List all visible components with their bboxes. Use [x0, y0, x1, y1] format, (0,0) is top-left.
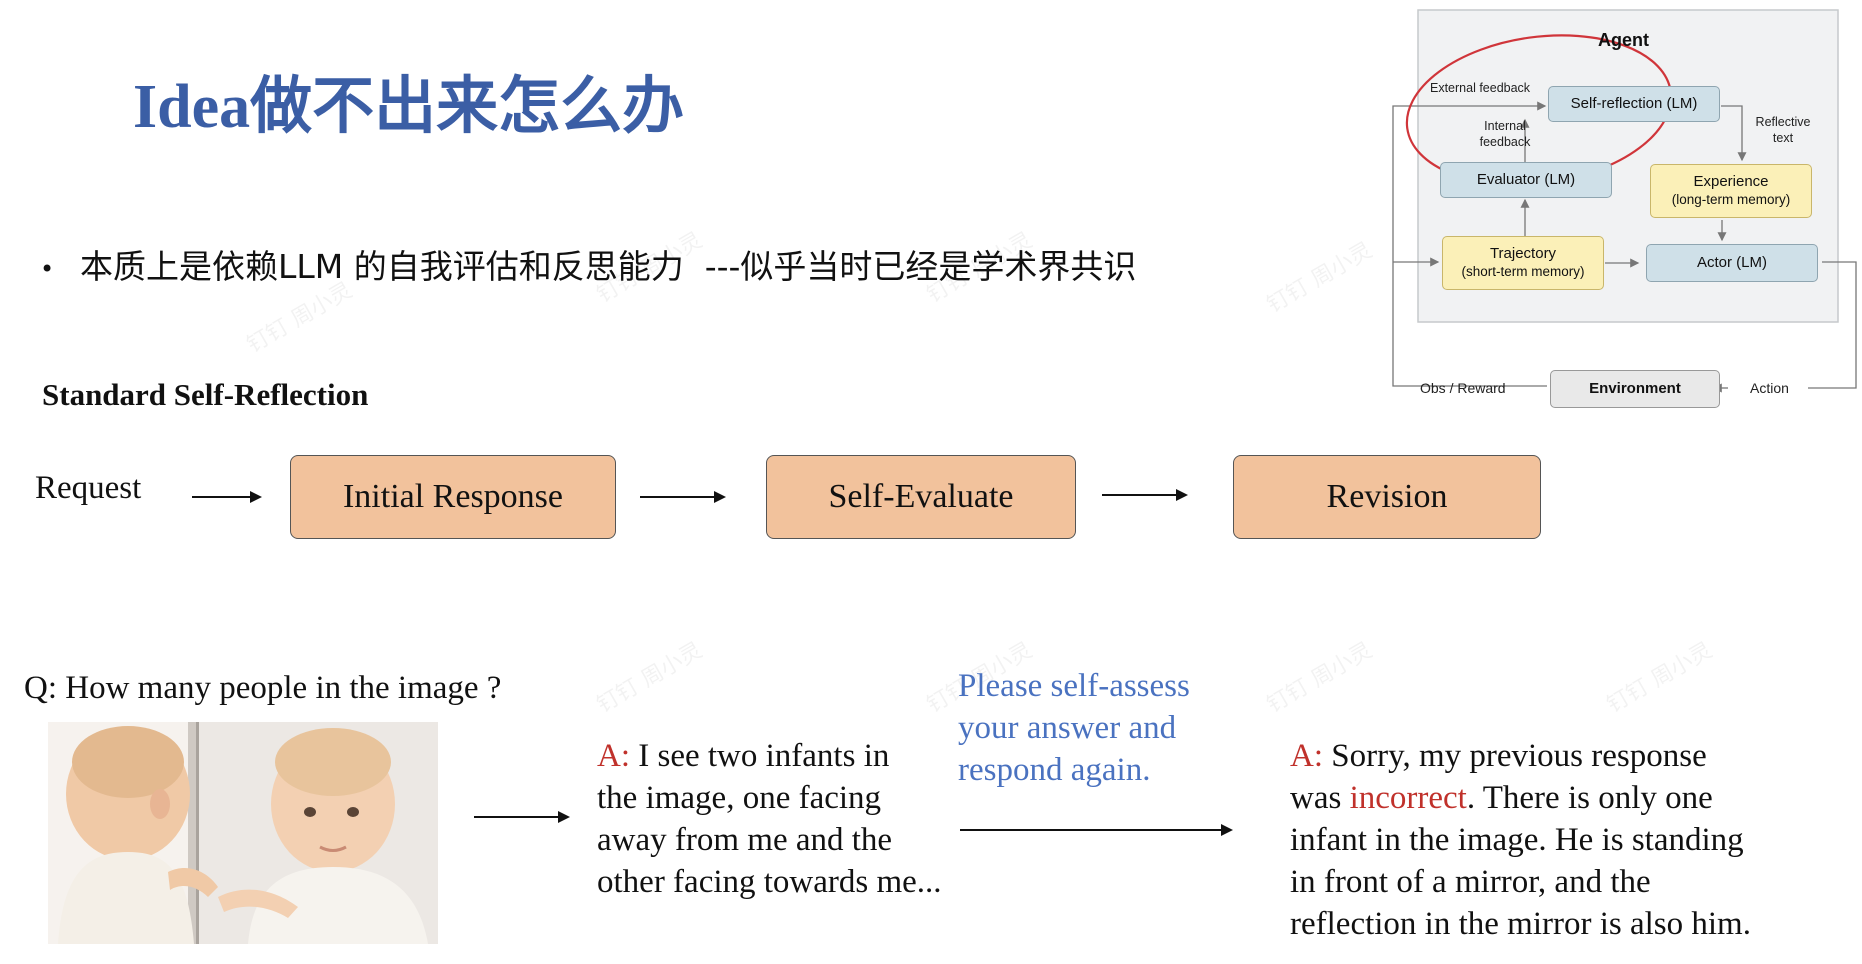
flow-arrow	[1102, 494, 1177, 496]
answer-line: away from me and the	[597, 822, 893, 858]
actor-node: Actor (LM)	[1646, 244, 1818, 282]
watermark: 钉钉 周小灵	[592, 638, 707, 719]
watermark: 钉钉 周小灵	[1262, 238, 1377, 319]
incorrect-highlight: incorrect	[1349, 780, 1467, 816]
step-initial-response: Initial Response	[290, 455, 616, 539]
answer-text: was	[1290, 780, 1350, 816]
request-label: Request	[35, 470, 142, 506]
agent-diagram: Agent External feedback Internal feedbac…	[1390, 0, 1860, 408]
answer-prefix: A:	[1290, 738, 1323, 774]
prompt-line: Please self-assess	[958, 668, 1190, 704]
answer-line: in front of a mirror, and the	[1290, 864, 1651, 900]
first-answer: A: I see two infants in the image, one f…	[597, 735, 997, 903]
answer-prefix: A:	[597, 738, 630, 774]
trajectory-node: Trajectory (short-term memory)	[1442, 236, 1604, 290]
flow-arrow	[192, 496, 252, 498]
step-self-evaluate: Self-Evaluate	[766, 455, 1076, 539]
answer-line: other facing towards me...	[597, 864, 942, 900]
bullet-dot-icon: •	[40, 254, 55, 283]
bullet-text: 本质上是依赖LLM 的自我评估和反思能力 ---似乎当时已经是学术界共识	[80, 247, 1137, 286]
action-label: Action	[1750, 380, 1789, 396]
arrow-head-icon	[714, 491, 726, 503]
prompt-line: respond again.	[958, 752, 1151, 788]
arrow-head-icon	[1176, 489, 1188, 501]
section-label: Standard Self-Reflection	[42, 377, 369, 412]
page-title: Idea做不出来怎么办	[133, 73, 685, 141]
watermark: 钉钉 周小灵	[1602, 638, 1717, 719]
environment-node: Environment	[1550, 370, 1720, 408]
answer-line: reflection in the mirror is also him.	[1290, 906, 1751, 942]
bullet-point: • 本质上是依赖LLM 的自我评估和反思能力 ---似乎当时已经是学术界共识	[40, 240, 1136, 288]
arrow-head-icon	[1221, 824, 1233, 836]
experience-node: Experience (long-term memory)	[1650, 164, 1812, 218]
reflective-text-label: Reflective text	[1748, 114, 1818, 146]
prompt-line: your answer and	[958, 710, 1177, 746]
self-assess-prompt: Please self-assess your answer and respo…	[958, 665, 1258, 791]
step-revision: Revision	[1233, 455, 1541, 539]
answer-text: . There is only one	[1466, 780, 1713, 816]
answer-line: Sorry, my previous response	[1323, 738, 1707, 774]
obs-reward-label: Obs / Reward	[1420, 380, 1506, 396]
flow-arrow	[640, 496, 715, 498]
label-line: feedback	[1479, 135, 1531, 149]
arrow-head-icon	[250, 491, 262, 503]
flow-arrow	[960, 829, 1222, 831]
internal-feedback-label: Internal feedback	[1470, 118, 1540, 150]
evaluator-node: Evaluator (LM)	[1440, 162, 1612, 198]
agent-title: Agent	[1598, 30, 1649, 50]
node-line: (short-term memory)	[1461, 264, 1585, 279]
node-line: (long-term memory)	[1671, 192, 1791, 207]
watermark: 钉钉 周小灵	[1262, 638, 1377, 719]
answer-line: the image, one facing	[597, 780, 882, 816]
answer-line: I see two infants in	[630, 738, 890, 774]
node-line: Trajectory	[1489, 245, 1557, 262]
arrow-head-icon	[558, 811, 570, 823]
label-line: Reflective	[1755, 115, 1811, 129]
example-question: Q: How many people in the image ?	[24, 670, 502, 706]
external-feedback-label: External feedback	[1430, 81, 1531, 95]
label-line: text	[1772, 131, 1794, 145]
label-line: Internal	[1484, 119, 1526, 133]
revised-answer: A: Sorry, my previous response was incor…	[1290, 735, 1850, 945]
answer-line: infant in the image. He is standing	[1290, 822, 1744, 858]
baby-mirror-image	[48, 722, 438, 944]
flow-arrow	[474, 816, 559, 818]
node-line: Experience	[1693, 173, 1769, 190]
self-reflection-node: Self-reflection (LM)	[1548, 86, 1720, 122]
